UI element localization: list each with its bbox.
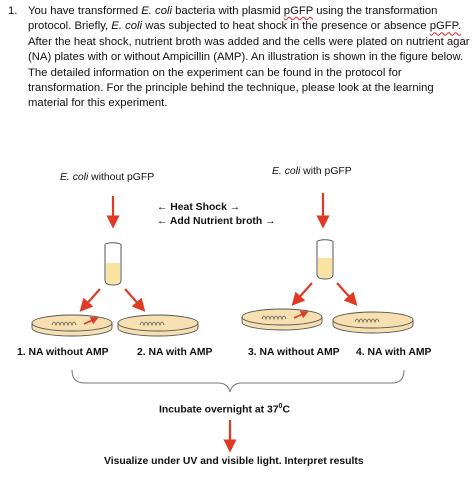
incubation-text: Incubate overnight at 37 [159, 404, 279, 416]
organism-name: E. coli [111, 20, 143, 33]
organism-name: E. coli [141, 5, 173, 17]
plate-4-dish [332, 311, 414, 334]
question-text-part: After the heat shock, nutrient broth was… [28, 35, 470, 110]
label-left-group: E. coli without pGFP [60, 172, 154, 183]
plasmid-name: pGFP [283, 5, 314, 17]
plate-3-label: 3. NA without AMP [248, 347, 340, 358]
question-text: You have transformed E. coli bacteria wi… [28, 4, 470, 112]
question-text-part: using the transformation protocol. Brief… [28, 5, 438, 33]
arrow-to-plate-4 [336, 282, 358, 306]
plasmid-name: pGFP. [429, 20, 461, 33]
arrow-to-plate-3 [291, 282, 313, 306]
arrow-to-plate-1 [79, 288, 101, 312]
plate-4-label: 4. NA with AMP [356, 347, 432, 358]
tube-right [316, 239, 334, 280]
question-text-part: was subjected to heat shock in the prese… [142, 20, 430, 33]
question-text-part: bacteria with plasmid [172, 5, 284, 17]
plate-2-label: 2. NA with AMP [137, 347, 213, 358]
condition-text: with pGFP [300, 166, 352, 177]
question-paragraph: 1. You have transformed E. coli bacteria… [8, 4, 470, 112]
arrow-to-plate-2 [124, 288, 146, 312]
organism-name: E. coli [272, 166, 301, 177]
tube-left [104, 242, 122, 286]
degree-mark: 0 [278, 403, 283, 410]
plate-1-dish [31, 314, 113, 337]
incubation-step: Incubate overnight at 370C [159, 403, 290, 415]
organism-name: E. coli [60, 172, 89, 183]
question-text-part: You have transformed [28, 5, 142, 17]
step-add-broth: ← Add Nutrient broth → [157, 216, 276, 227]
question-number: 1. [8, 5, 18, 17]
plate-3-dish [241, 308, 323, 331]
grouping-bracket [71, 369, 405, 393]
step-heat-shock: ← Heat Shock → [157, 202, 241, 213]
condition-text: without pGFP [88, 172, 155, 183]
plate-2-dish [117, 314, 199, 337]
final-step: Visualize under UV and visible light. In… [104, 456, 364, 467]
label-right-group: E. coli with pGFP [272, 166, 352, 177]
temperature-unit: C [282, 404, 290, 416]
plate-1-label: 1. NA without AMP [17, 347, 109, 358]
